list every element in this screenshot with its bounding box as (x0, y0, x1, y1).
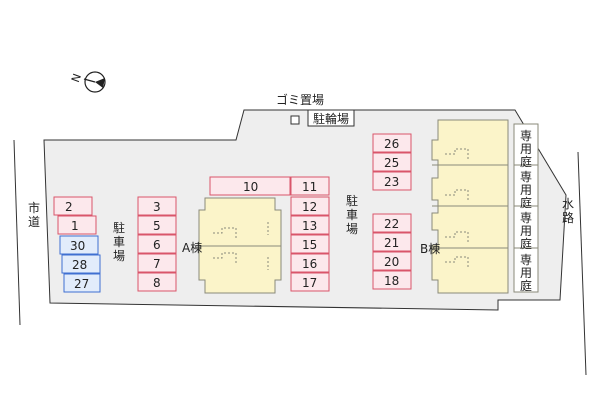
svg-text:26: 26 (384, 137, 399, 151)
building-b (431, 119, 509, 294)
right-road-line (577, 151, 587, 376)
svg-text:13: 13 (302, 219, 317, 233)
svg-text:30: 30 (70, 239, 85, 253)
stall-18: 18 (372, 270, 412, 290)
building-a-label: A棟 (182, 240, 202, 255)
svg-text:23: 23 (384, 175, 399, 189)
parking-left-label: 駐車場 (113, 220, 125, 263)
stall-28: 28 (61, 254, 101, 274)
svg-text:15: 15 (302, 238, 317, 252)
garbage-area-label: ゴミ置場 (276, 92, 324, 107)
north-label: N (69, 72, 84, 84)
building-b-label: B棟 (420, 241, 440, 256)
svg-text:8: 8 (153, 276, 161, 290)
parking-left-text: 駐車場 (113, 220, 125, 263)
stall-2: 2 (53, 196, 93, 216)
svg-text:2: 2 (65, 200, 73, 214)
bicycle-parking-label: 駐輪場 (313, 111, 349, 126)
stall-15: 15 (290, 234, 330, 254)
svg-text:20: 20 (384, 255, 399, 269)
stall-1: 1 (57, 215, 97, 235)
stall-26: 26 (372, 133, 412, 153)
svg-text:25: 25 (384, 156, 399, 170)
svg-text:3: 3 (153, 200, 161, 214)
garbage-area-icon (290, 115, 300, 125)
stall-6: 6 (137, 234, 177, 254)
stall-8: 8 (137, 272, 177, 292)
stall-20: 20 (372, 251, 412, 271)
bicycle-parking-box (307, 109, 355, 127)
svg-text:10: 10 (243, 180, 258, 194)
waterway-label: 水路 (562, 197, 574, 225)
svg-text:16: 16 (302, 257, 317, 271)
private-garden-label-4: 専用庭 (520, 253, 532, 293)
svg-text:6: 6 (153, 238, 161, 252)
stall-5: 5 (137, 215, 177, 235)
private-garden-label-2: 専用庭 (520, 170, 532, 210)
stall-30: 30 (59, 235, 99, 255)
stall-11: 11 (290, 176, 330, 196)
left-road-line (13, 139, 21, 326)
svg-text:11: 11 (302, 180, 317, 194)
private-gardens (513, 123, 539, 293)
private-garden-label-3: 専用庭 (520, 211, 532, 251)
stall-22: 22 (372, 213, 412, 233)
svg-text:18: 18 (384, 274, 399, 288)
svg-text:12: 12 (302, 200, 317, 214)
svg-text:7: 7 (153, 257, 161, 271)
svg-text:22: 22 (384, 217, 399, 231)
stall-23: 23 (372, 171, 412, 191)
stall-21: 21 (372, 232, 412, 252)
stall-25: 25 (372, 152, 412, 172)
parking-right-label: 駐車場 (346, 193, 358, 236)
stall-7: 7 (137, 253, 177, 273)
svg-text:28: 28 (72, 258, 87, 272)
svg-text:27: 27 (74, 277, 89, 291)
private-garden-label-1: 専用庭 (520, 129, 532, 169)
stall-16: 16 (290, 253, 330, 273)
stall-12: 12 (290, 196, 330, 216)
stall-17: 17 (290, 272, 330, 292)
parking-right-text: 駐車場 (346, 193, 358, 236)
building-a (198, 197, 282, 294)
stall-27: 27 (63, 273, 101, 293)
north-arrow-icon: N (69, 71, 106, 93)
city-road-label: 市道 (28, 200, 40, 229)
svg-text:17: 17 (302, 276, 317, 290)
stall-10: 10 (209, 176, 291, 196)
svg-text:21: 21 (384, 236, 399, 250)
svg-text:1: 1 (71, 219, 79, 233)
stall-13: 13 (290, 215, 330, 235)
svg-text:5: 5 (153, 219, 161, 233)
stall-3: 3 (137, 196, 177, 216)
